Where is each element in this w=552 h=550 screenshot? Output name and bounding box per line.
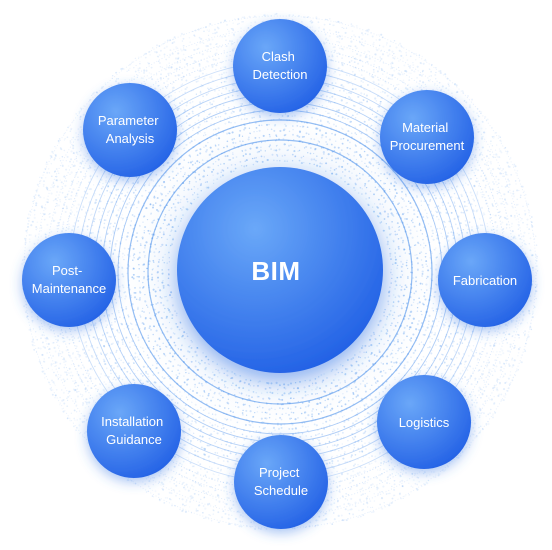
node-label-line: Installation [101,414,163,429]
node-clash-detection: Clash Detection [233,19,327,113]
node-label-line: Fabrication [453,273,517,288]
node-logistics-label: Logistics [399,415,450,430]
node-material-procurement: Material Procurement [380,90,474,184]
center-label: BIM [251,256,300,286]
node-label-line: Analysis [106,131,155,146]
node-installation-guidance: Installation Guidance [87,384,181,478]
node-fabrication-label: Fabrication [453,273,517,288]
node-label-line: Material [402,120,448,135]
node-parameter-analysis: Parameter Analysis [83,83,177,177]
node-fabrication: Fabrication [438,233,532,327]
node-post-maintenance: Post- Maintenance [22,233,116,327]
node-label-line: Parameter [98,113,159,128]
node-label-line: Procurement [390,138,465,153]
node-project-schedule-label: Project Schedule [254,465,308,498]
node-layer: Clash Detection Material Procurement Fab… [22,19,532,529]
node-label-line: Guidance [106,432,162,447]
node-project-schedule: Project Schedule [234,435,328,529]
node-label-line: Maintenance [32,281,106,296]
node-label-line: Clash [262,49,295,64]
node-label-line: Project [259,465,300,480]
node-logistics: Logistics [377,375,471,469]
node-label-line: Logistics [399,415,450,430]
node-label-line: Post- [52,263,82,278]
node-parameter-analysis-label: Parameter Analysis [98,113,162,146]
node-post-maintenance-label: Post- Maintenance [32,263,106,296]
node-installation-guidance-label: Installation Guidance [101,414,167,447]
node-material-procurement-label: Material Procurement [390,120,465,153]
center-node: BIM [177,167,383,373]
node-label-line: Detection [253,67,308,82]
node-label-line: Schedule [254,483,308,498]
node-clash-detection-label: Clash Detection [253,49,308,82]
